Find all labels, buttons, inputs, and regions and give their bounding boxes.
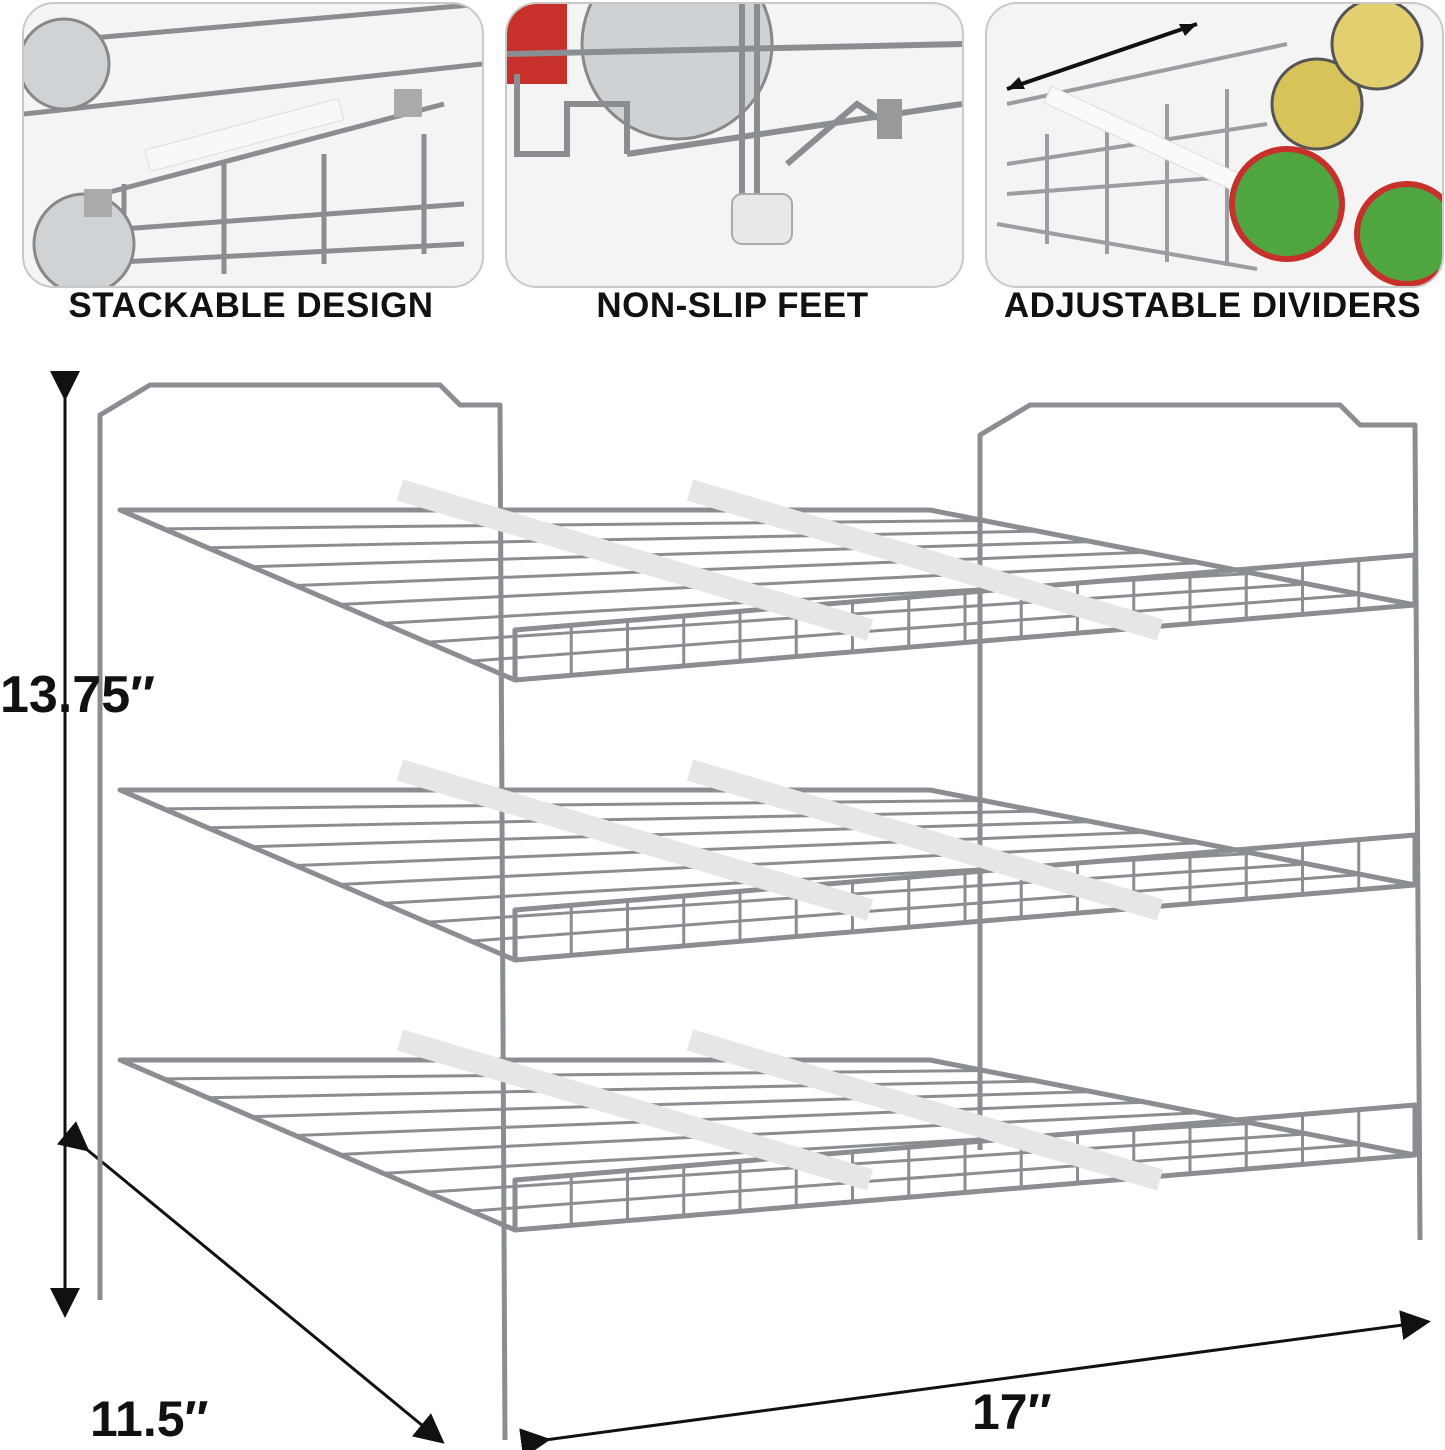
divider-1-0 bbox=[396, 759, 874, 921]
shelf-wire bbox=[163, 799, 984, 811]
feature-panel-non-slip bbox=[505, 2, 964, 288]
shelf-wire bbox=[339, 841, 1200, 886]
shelf-wire bbox=[383, 1121, 1254, 1175]
feature-label-dividers: ADJUSTABLE DIVIDERS bbox=[1003, 286, 1422, 325]
shelf-wire bbox=[163, 1069, 984, 1081]
shelf-wire bbox=[251, 1090, 1092, 1119]
divider-0-1 bbox=[686, 479, 1164, 641]
shelf-wire bbox=[251, 820, 1092, 849]
divider-2-1 bbox=[686, 1029, 1164, 1191]
non-slip-feet-detail-photo bbox=[507, 4, 962, 245]
shelf-wire bbox=[383, 571, 1254, 625]
right-side-frame bbox=[977, 402, 1423, 1241]
feature-panel-dividers bbox=[985, 2, 1444, 288]
shelf-wire bbox=[470, 872, 1362, 943]
shelf-wire bbox=[470, 592, 1362, 663]
divider-1-1 bbox=[686, 759, 1164, 921]
shelf-wire bbox=[427, 862, 1308, 924]
depth-dimension-label: 11.5″ bbox=[90, 1391, 209, 1447]
feature-label-stackable: STACKABLE DESIGN bbox=[68, 286, 434, 325]
shelf-wire bbox=[427, 1132, 1308, 1194]
shelf-wire bbox=[251, 540, 1092, 569]
shelf-wire bbox=[295, 550, 1146, 588]
stackable-detail-photo bbox=[24, 4, 482, 286]
divider-0-0 bbox=[396, 479, 874, 641]
feature-panel-stackable bbox=[22, 2, 484, 288]
shelf-wire bbox=[163, 519, 984, 531]
height-dimension-label: 13.75″ bbox=[0, 666, 156, 724]
depth-arrow bbox=[56, 1121, 445, 1444]
shelf-wire bbox=[295, 830, 1146, 868]
shelf-wire bbox=[339, 561, 1200, 606]
left-side-frame bbox=[97, 382, 508, 1441]
adjustable-dividers-detail-photo bbox=[996, 4, 1442, 286]
shelf-wire bbox=[207, 1079, 1038, 1100]
width-arrow bbox=[519, 1310, 1431, 1450]
shelf-wire bbox=[207, 529, 1038, 550]
feature-label-non-slip: NON-SLIP FEET bbox=[596, 286, 869, 325]
shelf-wire bbox=[207, 809, 1038, 830]
shelf-wire bbox=[339, 1111, 1200, 1156]
shelf-wire bbox=[427, 582, 1308, 644]
width-dimension-label: 17″ bbox=[972, 1384, 1052, 1440]
shelf-wire bbox=[383, 851, 1254, 905]
shelf-wire bbox=[295, 1100, 1146, 1138]
divider-2-0 bbox=[396, 1029, 874, 1191]
shelf-wire bbox=[470, 1142, 1362, 1213]
